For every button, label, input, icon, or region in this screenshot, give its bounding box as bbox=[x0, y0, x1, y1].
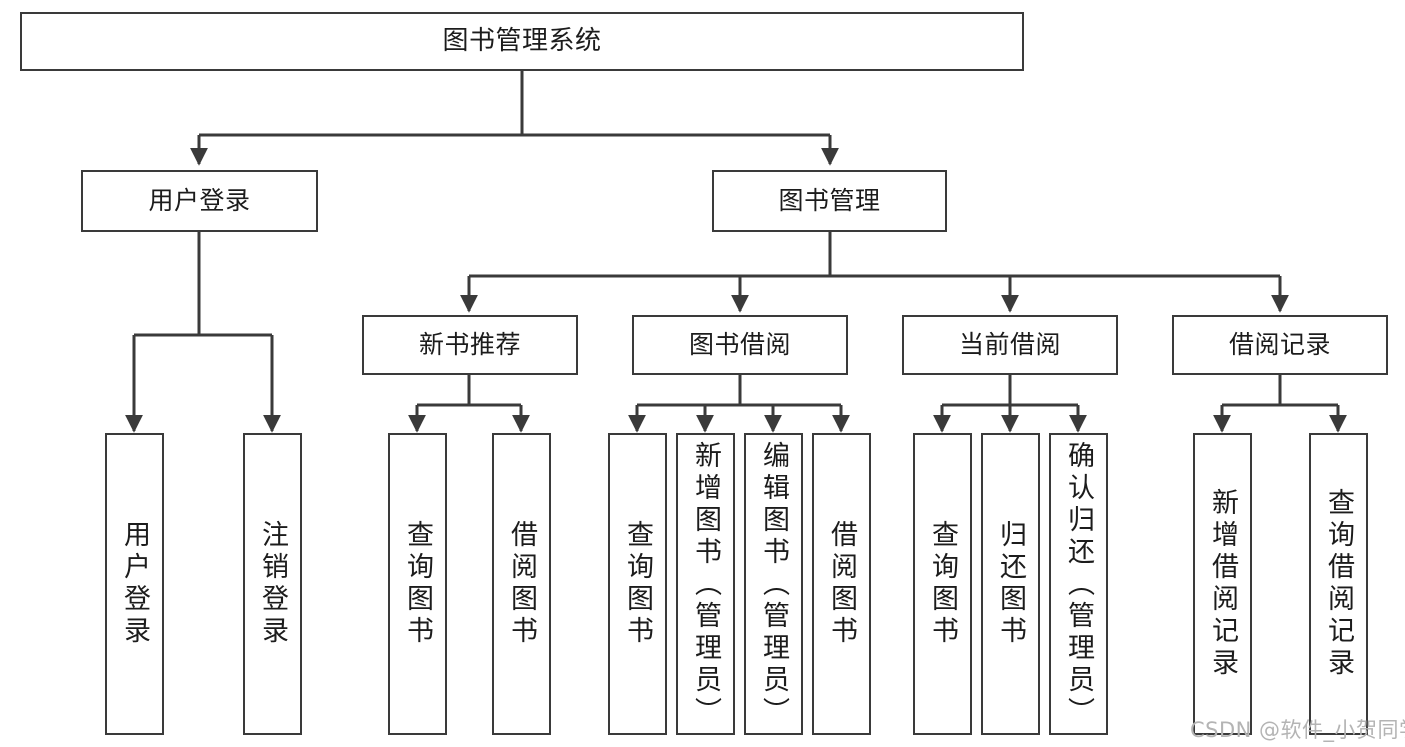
node-leaf-confirm-return-admin[interactable]: 确认归还（管理员） bbox=[1049, 433, 1108, 735]
node-label: 新增借阅记录 bbox=[1207, 488, 1238, 680]
node-label: 图书借阅 bbox=[688, 329, 791, 359]
node-leaf-user-login[interactable]: 用户登录 bbox=[105, 433, 164, 735]
node-leaf-borrow-book-recommend[interactable]: 借阅图书 bbox=[492, 433, 551, 735]
node-label: 查询图书 bbox=[402, 520, 433, 648]
node-label: 查询图书 bbox=[927, 520, 958, 648]
node-book-management[interactable]: 图书管理 bbox=[712, 170, 947, 232]
node-label: 查询图书 bbox=[622, 520, 653, 648]
node-leaf-return-book[interactable]: 归还图书 bbox=[981, 433, 1040, 735]
node-leaf-query-borrow-record[interactable]: 查询借阅记录 bbox=[1309, 433, 1368, 735]
csdn-watermark: CSDN @软件_小贺同学 bbox=[1190, 718, 1405, 742]
node-user-login[interactable]: 用户登录 bbox=[81, 170, 318, 232]
node-leaf-add-borrow-record[interactable]: 新增借阅记录 bbox=[1193, 433, 1252, 735]
node-leaf-query-book-recommend[interactable]: 查询图书 bbox=[388, 433, 447, 735]
node-label: 借阅图书 bbox=[826, 520, 857, 648]
node-leaf-query-book-borrow[interactable]: 查询图书 bbox=[608, 433, 667, 735]
node-label: 编辑图书（管理员） bbox=[758, 441, 789, 729]
node-current-borrow[interactable]: 当前借阅 bbox=[902, 315, 1118, 375]
node-label: 新书推荐 bbox=[418, 329, 521, 359]
node-label: 确认归还（管理员） bbox=[1063, 441, 1094, 729]
node-label: 图书管理 bbox=[778, 185, 881, 215]
node-label: 查询借阅记录 bbox=[1323, 488, 1354, 680]
node-root-book-management-system[interactable]: 图书管理系统 bbox=[20, 12, 1024, 71]
node-label: 借阅图书 bbox=[506, 520, 537, 648]
node-label: 借阅记录 bbox=[1228, 329, 1331, 359]
node-label: 用户登录 bbox=[119, 520, 150, 648]
node-label: 当前借阅 bbox=[958, 329, 1061, 359]
node-leaf-logout[interactable]: 注销登录 bbox=[243, 433, 302, 735]
node-label: 图书管理系统 bbox=[442, 25, 602, 56]
node-leaf-add-book-admin[interactable]: 新增图书（管理员） bbox=[676, 433, 735, 735]
node-label: 新增图书（管理员） bbox=[690, 441, 721, 729]
node-book-borrow[interactable]: 图书借阅 bbox=[632, 315, 848, 375]
node-borrow-record[interactable]: 借阅记录 bbox=[1172, 315, 1388, 375]
node-label: 归还图书 bbox=[995, 520, 1026, 648]
node-new-book-recommend[interactable]: 新书推荐 bbox=[362, 315, 578, 375]
node-leaf-borrow-book[interactable]: 借阅图书 bbox=[812, 433, 871, 735]
node-label: 用户登录 bbox=[148, 185, 251, 215]
node-leaf-query-book-current[interactable]: 查询图书 bbox=[913, 433, 972, 735]
node-leaf-edit-book-admin[interactable]: 编辑图书（管理员） bbox=[744, 433, 803, 735]
node-label: 注销登录 bbox=[257, 520, 288, 648]
